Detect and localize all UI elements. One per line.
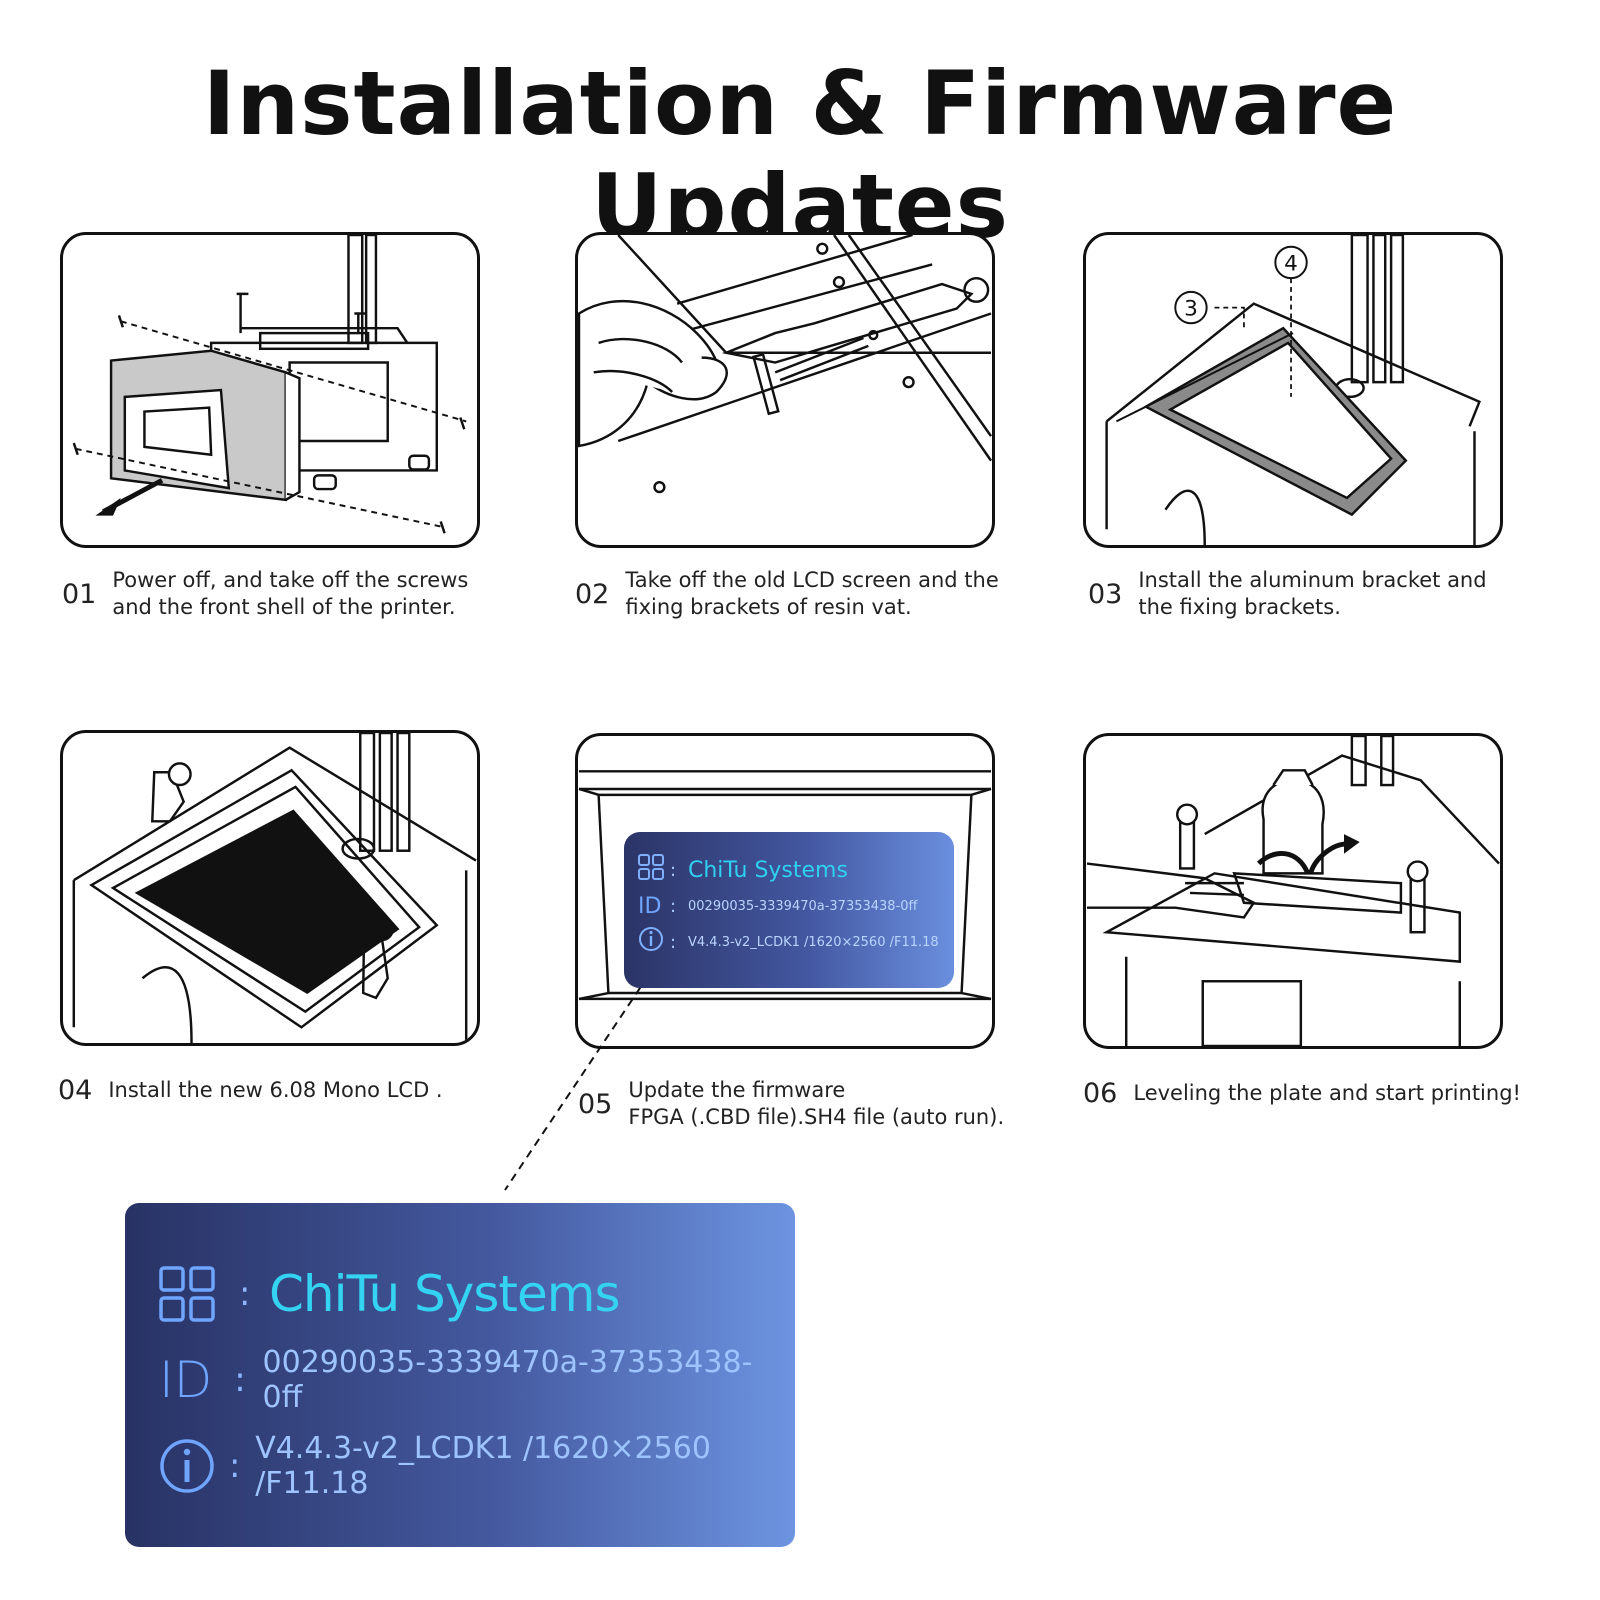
step-05-caption: 05 Update the firmware FPGA (.CBD file).… bbox=[578, 1077, 1004, 1131]
step-number: 06 bbox=[1083, 1078, 1118, 1109]
step-02-caption: 02 Take off the old LCD screen and the f… bbox=[575, 567, 999, 621]
printer-display-frame-drawing bbox=[578, 770, 992, 1001]
callout-4: 4 bbox=[1284, 251, 1298, 276]
step-06-illustration bbox=[1083, 733, 1503, 1049]
step-description: Leveling the plate and start printing! bbox=[1133, 1081, 1521, 1105]
colon: : bbox=[670, 931, 677, 953]
step-number: 03 bbox=[1088, 578, 1123, 610]
firmware-version-value: V4.4.3-v2_LCDK1 /1620×2560 /F11.18 bbox=[688, 934, 939, 950]
info-icon bbox=[159, 1438, 229, 1494]
colon: : bbox=[670, 895, 677, 917]
step-number: 02 bbox=[575, 578, 610, 610]
brand-name: ChiTu Systems bbox=[269, 1265, 621, 1323]
colon: : bbox=[234, 1360, 246, 1400]
plate-leveling-drawing bbox=[1086, 736, 1500, 1046]
mini-id-row: ID : 00290035-3339470a-37353438-0ff bbox=[638, 888, 940, 924]
lcd-removal-drawing bbox=[578, 235, 992, 494]
step-01-caption: 01 Power off, and take off the screws an… bbox=[62, 567, 468, 621]
enlarged-firmware-screen: : ChiTu Systems ID : 00290035-3339470a-3… bbox=[125, 1203, 795, 1547]
step-number: 01 bbox=[62, 578, 97, 610]
colon: : bbox=[670, 859, 677, 881]
step-04-caption: 04 Install the new 6.08 Mono LCD . bbox=[58, 1075, 443, 1106]
colon: : bbox=[239, 1274, 251, 1314]
mono-lcd-install-drawing bbox=[72, 733, 477, 1043]
step-02-illustration bbox=[575, 232, 995, 548]
brand-name: ChiTu Systems bbox=[688, 857, 848, 883]
step-description: Update the firmware FPGA (.CBD file).SH4… bbox=[628, 1078, 1005, 1129]
step-description: Install the aluminum bracket and the fix… bbox=[1138, 568, 1487, 619]
info-icon bbox=[638, 926, 670, 958]
printer-front-shell-drawing bbox=[72, 235, 467, 534]
step-number: 05 bbox=[578, 1088, 613, 1120]
mini-version-row: : V4.4.3-v2_LCDK1 /1620×2560 /F11.18 bbox=[638, 924, 940, 960]
device-id-value: 00290035-3339470a-37353438-0ff bbox=[262, 1345, 753, 1415]
step-number: 04 bbox=[58, 1075, 93, 1106]
aluminum-bracket-drawing: 3 4 bbox=[1105, 235, 1481, 545]
id-label: ID bbox=[638, 893, 662, 919]
grid-icon bbox=[638, 854, 670, 886]
step-04-illustration bbox=[60, 730, 480, 1046]
step-description: Power off, and take off the screws and t… bbox=[112, 568, 469, 619]
firmware-version-value: V4.4.3-v2_LCDK1 /1620×2560 /F11.18 bbox=[255, 1431, 711, 1501]
grid-icon bbox=[159, 1266, 239, 1322]
mini-brand-row: : ChiTu Systems bbox=[638, 852, 940, 888]
mini-firmware-screen: : ChiTu Systems ID : 00290035-3339470a-3… bbox=[624, 832, 954, 988]
id-label: ID bbox=[159, 1351, 213, 1409]
device-id-value: 00290035-3339470a-37353438-0ff bbox=[688, 898, 918, 914]
step-06-caption: 06 Leveling the plate and start printing… bbox=[1083, 1078, 1521, 1109]
step-description: Take off the old LCD screen and the fixi… bbox=[625, 568, 999, 619]
colon: : bbox=[228, 1446, 241, 1486]
callout-3: 3 bbox=[1184, 296, 1198, 321]
page-title: Installation & Firmware Updates bbox=[202, 52, 1398, 258]
step-description: Install the new 6.08 Mono LCD . bbox=[108, 1078, 443, 1102]
step-03-caption: 03 Install the aluminum bracket and the … bbox=[1088, 567, 1487, 621]
brand-row: : ChiTu Systems bbox=[159, 1251, 761, 1337]
id-row: ID : 00290035-3339470a-37353438-0ff bbox=[159, 1337, 761, 1423]
step-01-illustration bbox=[60, 232, 480, 548]
version-row: : V4.4.3-v2_LCDK1 /1620×2560 /F11.18 bbox=[159, 1423, 761, 1509]
step-03-illustration: 3 4 bbox=[1083, 232, 1503, 548]
